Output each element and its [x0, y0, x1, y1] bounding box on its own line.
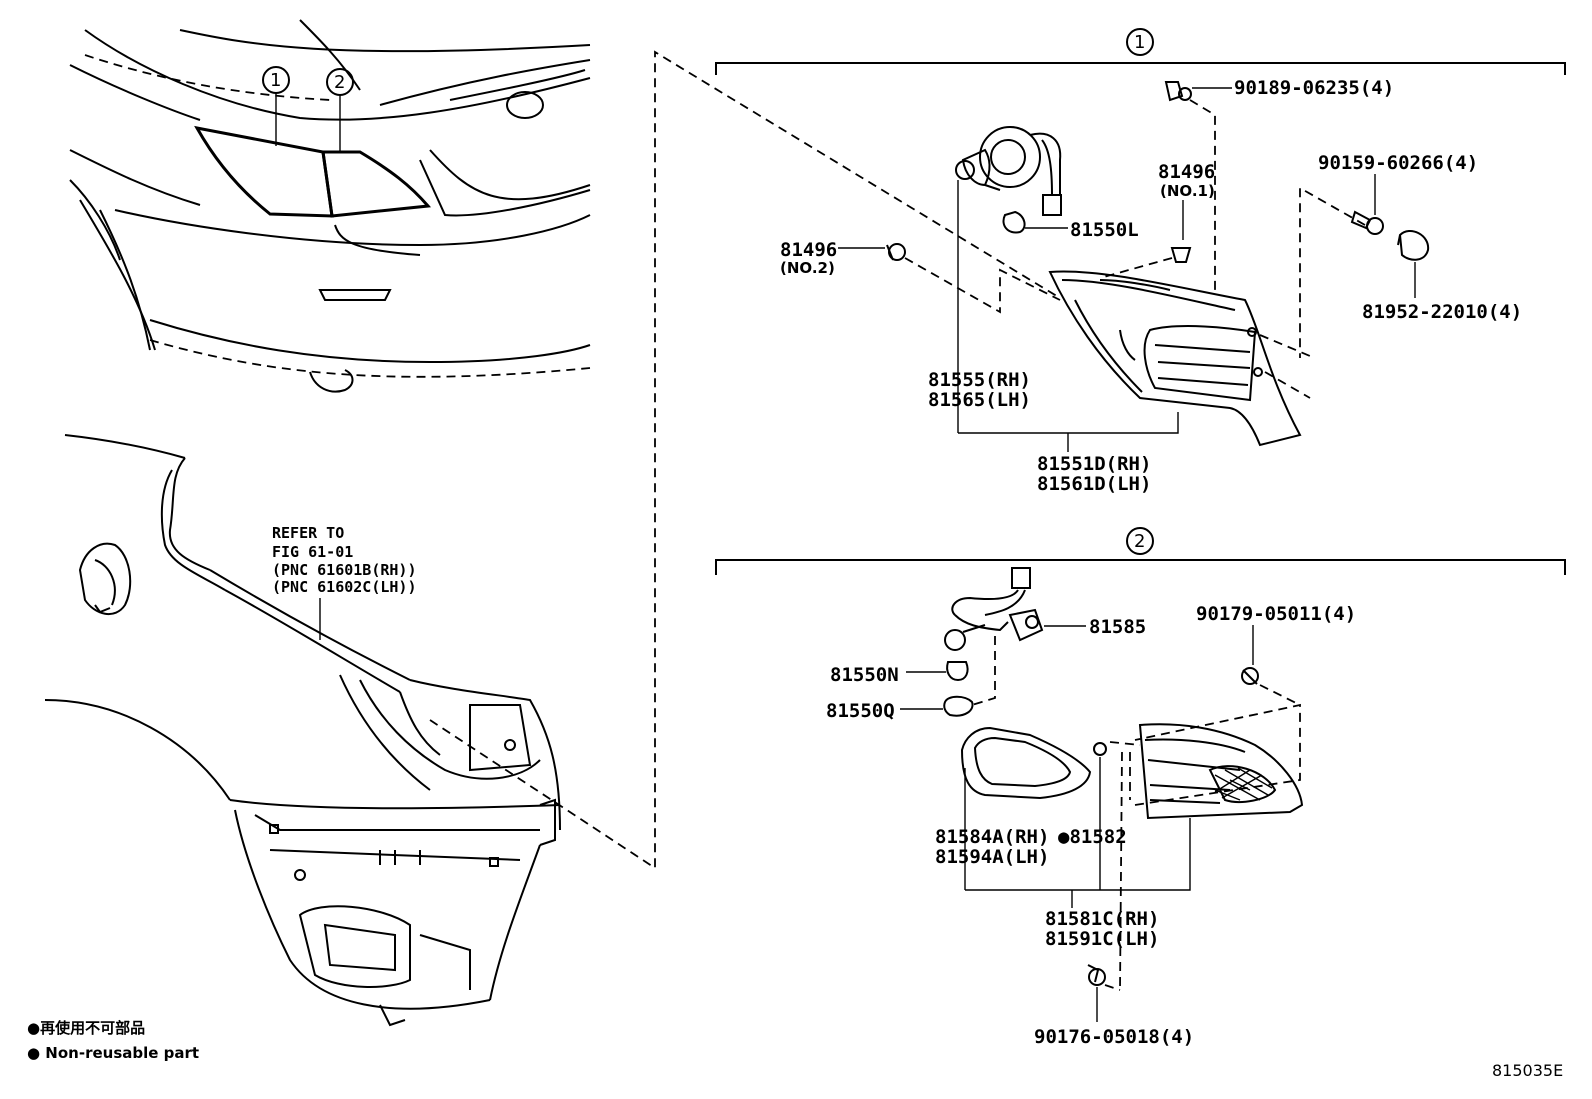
body-panel-illustration	[44, 434, 561, 1027]
bulb-81550N-icon	[946, 661, 969, 682]
label-81496-no1-sub: (NO.1)	[1160, 182, 1215, 200]
wiring-harness-icon	[944, 567, 1044, 651]
screw-90159-icon	[1350, 210, 1384, 235]
group-2-bracket	[715, 559, 1566, 575]
label-81952-22010: 81952-22010(4)	[1362, 301, 1522, 323]
label-81561D: 81561D(LH)	[1037, 473, 1151, 495]
refer-note-line2: FIG 61-01	[272, 543, 353, 561]
tail-lamp-lens-icon	[1048, 270, 1302, 447]
refer-note: REFER TO FIG 61-01 (PNC 61601B(RH)) (PNC…	[272, 524, 417, 596]
refer-note-line3: (PNC 61601B(RH))	[272, 561, 417, 579]
label-90189-06235: 90189-06235(4)	[1234, 77, 1394, 99]
bulb-81550L-icon	[1002, 210, 1026, 234]
label-81565: 81565(LH)	[928, 389, 1031, 411]
clip-no1-icon	[1170, 247, 1192, 263]
callout-1-label: 1	[1134, 32, 1145, 53]
label-81550Q: 81550Q	[826, 700, 895, 722]
legend: ●再使用不可部品 ● Non-reusable part	[27, 1019, 199, 1062]
label-81584A: 81584A(RH)	[935, 826, 1049, 848]
bulb-81550Q-icon	[943, 695, 974, 717]
screw-90176-icon	[1087, 964, 1106, 986]
label-81550N: 81550N	[830, 664, 899, 686]
group-1-bracket	[715, 62, 1566, 75]
group-2-assembly: 2 81585 81550N 81550Q	[715, 527, 1566, 1048]
callout-2-label: 2	[1134, 531, 1145, 552]
label-90176-05018: 90176-05018(4)	[1034, 1026, 1194, 1048]
group-1-assembly: 1 90189-06235(4) 81550L	[715, 28, 1566, 495]
refer-note-line4: (PNC 61602C(LH))	[272, 578, 417, 596]
nut-81952-icon	[1397, 230, 1430, 261]
label-81550L: 81550L	[1070, 219, 1139, 241]
car-rear-illustration: 1 2	[69, 19, 591, 393]
label-90159-60266: 90159-60266(4)	[1318, 152, 1478, 174]
connector-dashed-main	[429, 50, 1061, 870]
clip-81582-icon	[1093, 742, 1107, 756]
legend-non-reusable: ● Non-reusable part	[27, 1044, 199, 1062]
gasket-icon	[960, 726, 1092, 800]
legend-japanese: ●再使用不可部品	[27, 1019, 145, 1037]
label-81594A: 81594A(LH)	[935, 846, 1049, 868]
refer-note-line1: REFER TO	[272, 524, 344, 542]
callout-1-label-left: 1	[270, 70, 281, 91]
label-81582: ●81582	[1058, 826, 1127, 848]
label-81585: 81585	[1089, 616, 1146, 638]
label-81551D: 81551D(RH)	[1037, 453, 1151, 475]
label-81496-no2: 81496	[780, 239, 837, 261]
figure-id: 815035E	[1492, 1061, 1563, 1080]
label-81496-no1: 81496	[1158, 161, 1215, 183]
inner-lamp-icon	[1138, 723, 1304, 820]
label-81581C: 81581C(RH)	[1045, 908, 1159, 930]
clip-no2-icon	[886, 243, 906, 261]
screw-90179-icon	[1241, 667, 1259, 685]
callout-2-label-left: 2	[334, 72, 345, 93]
label-81591C: 81591C(LH)	[1045, 928, 1159, 950]
socket-assembly-icon	[955, 126, 1062, 216]
label-81555: 81555(RH)	[928, 369, 1031, 391]
label-81496-no2-sub: (NO.2)	[780, 259, 835, 277]
screw-icon	[1164, 81, 1192, 102]
label-90179-05011: 90179-05011(4)	[1196, 603, 1356, 625]
